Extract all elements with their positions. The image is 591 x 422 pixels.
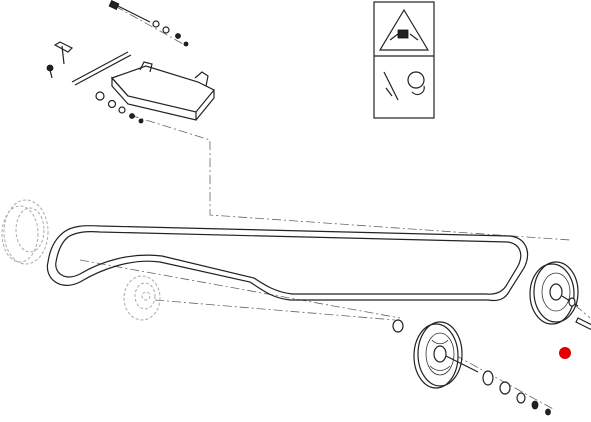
drive-belt[interactable] (46, 225, 529, 302)
idler-pulley[interactable] (392, 319, 551, 416)
warning-decal (373, 1, 435, 119)
selected-part-marker[interactable] (559, 347, 571, 359)
drive-pulley-right[interactable] (529, 261, 591, 331)
belt-guard-icon (383, 71, 399, 101)
bolt-top-left[interactable] (108, 0, 189, 47)
assembly-guide-lines (79, 5, 591, 411)
warning-triangle-icon (378, 8, 430, 51)
engine-pulley-ghost (1, 199, 161, 321)
mounting-bracket[interactable] (46, 41, 215, 124)
